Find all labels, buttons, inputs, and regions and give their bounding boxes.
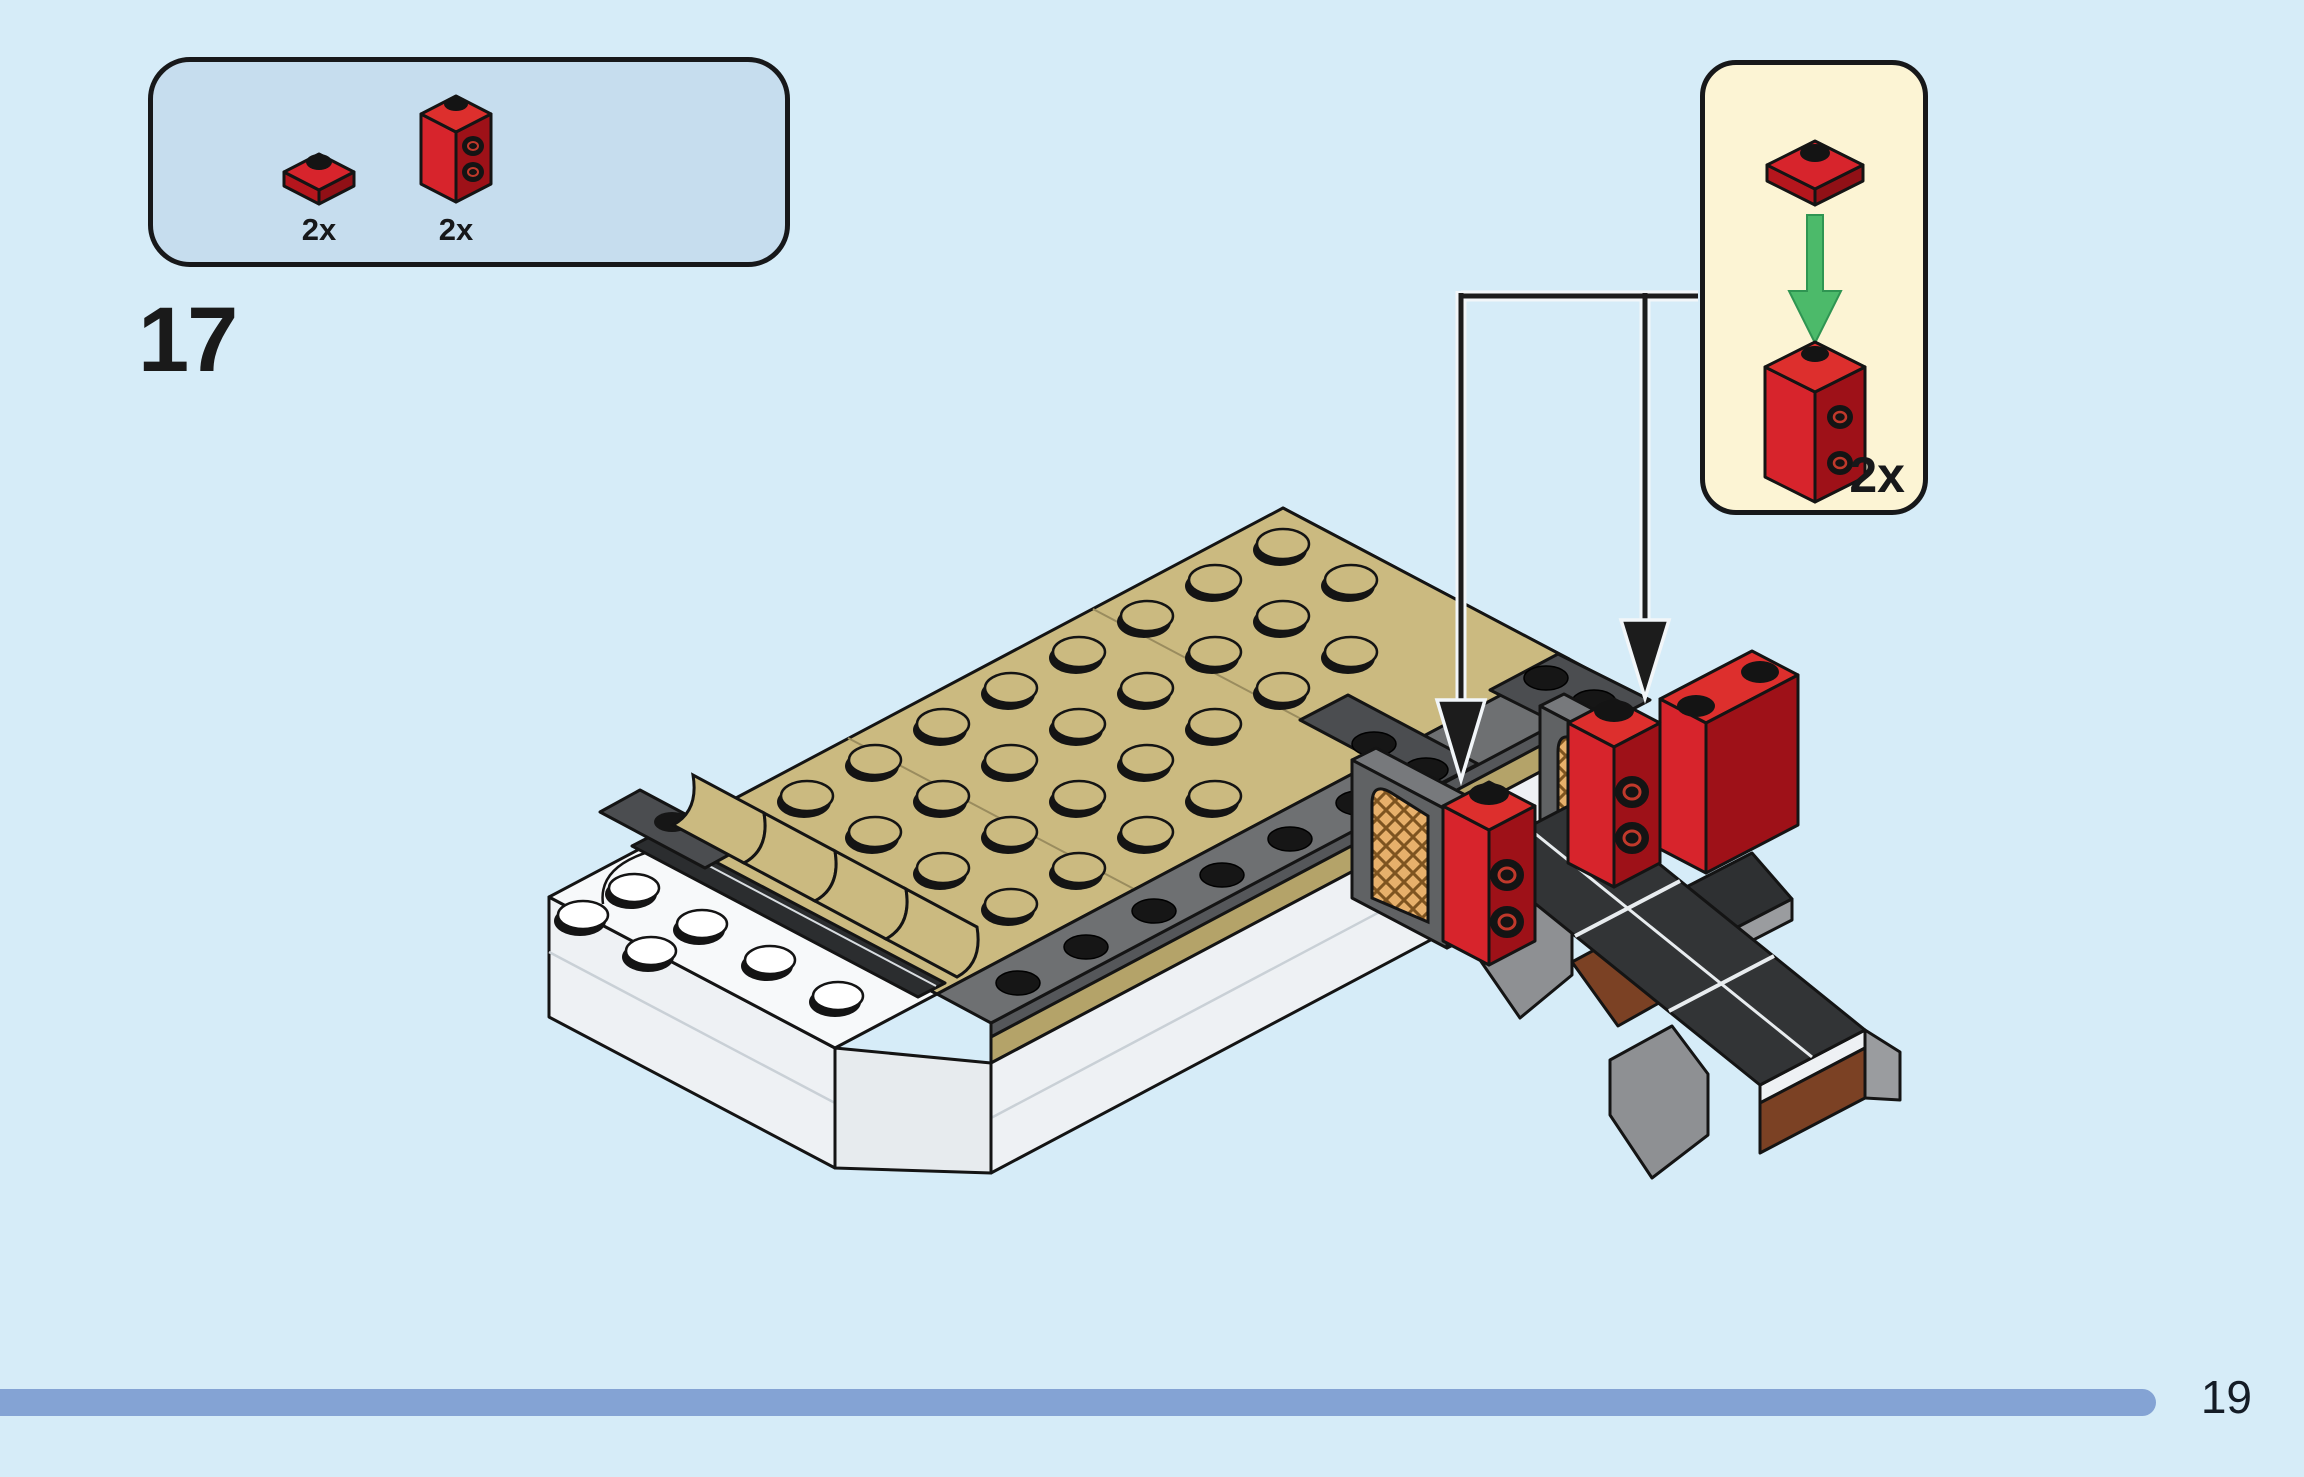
callout-connector-lines (1455, 290, 1698, 700)
part-quantity-label: 2x (301, 212, 337, 247)
placement-arrow-icon (1434, 698, 1488, 787)
placement-arrow-icon (1618, 618, 1672, 704)
page-number: 19 (2200, 1371, 2252, 1423)
step-number: 17 (138, 289, 238, 391)
callout-quantity-label: 2x (1849, 447, 1905, 503)
assembly-callout: 2x (1700, 60, 1928, 515)
red-1x1-brick-side-studs-icon (419, 94, 493, 204)
red-1x1-plate-icon (282, 152, 356, 206)
red-brick-left (1441, 780, 1537, 967)
progress-bar (0, 1389, 2156, 1416)
ramp (1473, 798, 1902, 1180)
tan-baseplate (649, 506, 1571, 996)
tan-curved-slopes (669, 772, 980, 979)
red-brick-pair-right (1566, 649, 1800, 889)
callout-assembly-icon (1763, 139, 1867, 504)
green-down-arrow-icon (1787, 214, 1843, 346)
part-quantity-label: 2x (438, 212, 474, 247)
parts-box: 2x 2x (148, 57, 790, 267)
